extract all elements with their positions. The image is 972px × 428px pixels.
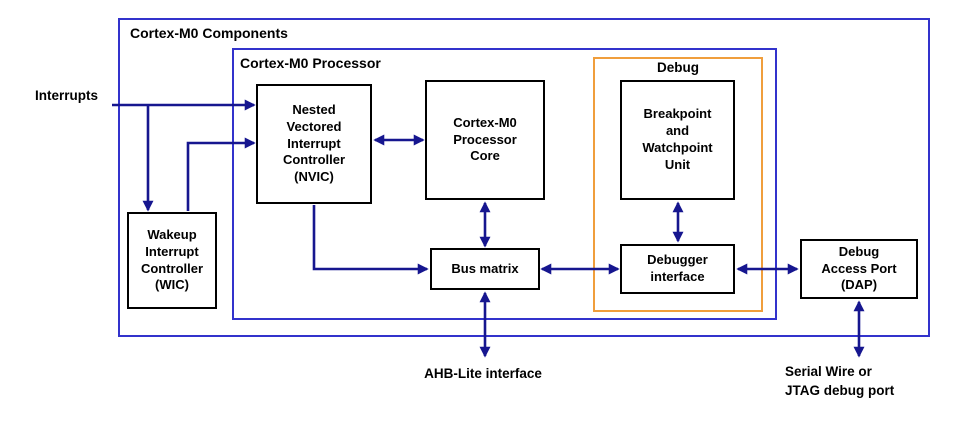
serial-wire-jtag-label: Serial Wire or JTAG debug port bbox=[785, 364, 895, 398]
processor-core-label: Cortex-M0 Processor Core bbox=[453, 114, 517, 164]
debugger-interface-box: Debugger interface bbox=[620, 244, 735, 294]
debug-group-box bbox=[593, 57, 763, 312]
interrupts-label: Interrupts bbox=[35, 88, 99, 103]
components-group-box bbox=[118, 18, 930, 337]
debug-access-port-box: Debug Access Port (DAP) bbox=[800, 239, 918, 299]
breakpoint-watchpoint-box: Breakpoint and Watchpoint Unit bbox=[620, 80, 735, 200]
processor-group-label: Cortex-M0 Processor bbox=[240, 55, 381, 71]
wic-label: Wakeup Interrupt Controller (WIC) bbox=[140, 226, 204, 293]
bus-matrix-box: Bus matrix bbox=[430, 248, 540, 290]
components-group-label: Cortex-M0 Components bbox=[130, 25, 288, 41]
debug-access-port-label: Debug Access Port (DAP) bbox=[821, 243, 897, 293]
processor-core-box: Cortex-M0 Processor Core bbox=[425, 80, 545, 200]
breakpoint-watchpoint-label: Breakpoint and Watchpoint Unit bbox=[642, 106, 713, 172]
debug-group-label: Debug bbox=[657, 60, 699, 75]
bus-matrix-label: Bus matrix bbox=[451, 260, 519, 276]
debugger-interface-label: Debugger interface bbox=[647, 252, 708, 284]
ahb-lite-interface-label: AHB-Lite interface bbox=[424, 366, 542, 381]
nvic-label: Nested Vectored Interrupt Controller (NV… bbox=[282, 101, 346, 185]
wic-box: Wakeup Interrupt Controller (WIC) bbox=[127, 212, 217, 309]
nvic-box: Nested Vectored Interrupt Controller (NV… bbox=[256, 84, 372, 204]
